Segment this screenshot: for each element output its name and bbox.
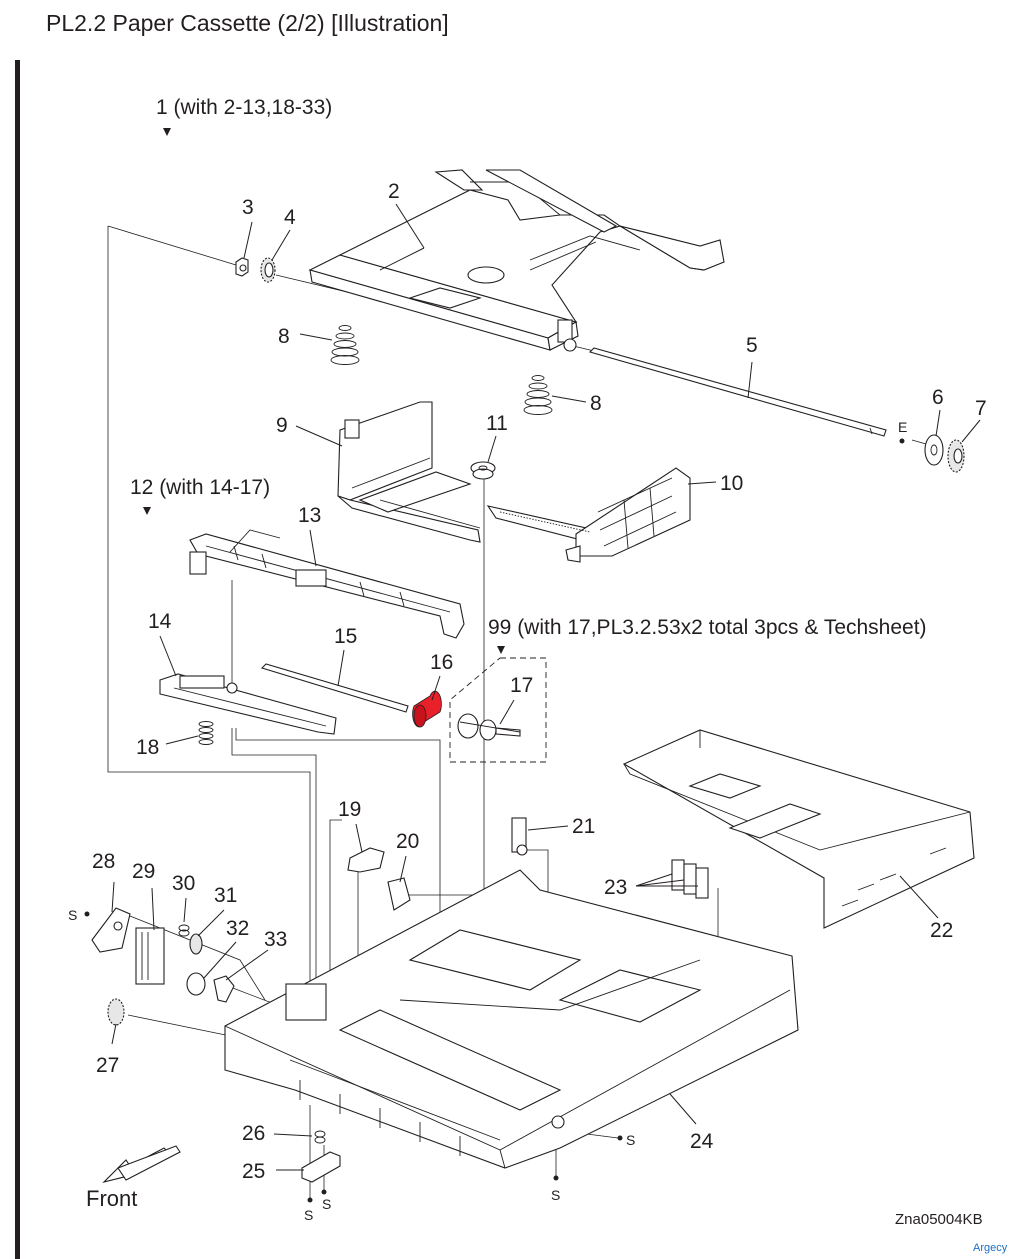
callout-22: 22 <box>930 919 953 942</box>
part-6-bearing <box>924 434 944 466</box>
part-17-roller-assembly <box>457 713 521 741</box>
callout-11: 11 <box>486 412 508 435</box>
callout-6: 6 <box>932 386 944 409</box>
part-32-roller <box>186 972 206 996</box>
screw-dot-1 <box>84 911 90 917</box>
callout-5: 5 <box>746 334 758 357</box>
screw-mark-1: S <box>68 907 77 923</box>
callout-20: 20 <box>396 830 419 853</box>
callout-1: 1 (with 2-13,18-33) <box>156 96 332 119</box>
callout-18: 18 <box>136 736 159 759</box>
screw-mark-3: S <box>551 1187 560 1203</box>
callout-3: 3 <box>242 196 254 219</box>
callout-8a: 8 <box>278 325 290 348</box>
callout-7: 7 <box>975 397 987 420</box>
part-22-extension-tray <box>622 729 975 929</box>
callout-16: 16 <box>430 651 453 674</box>
callout-28: 28 <box>92 850 115 873</box>
callout-13: 13 <box>298 504 321 527</box>
part-29-rack <box>135 927 165 985</box>
screw-dot-3 <box>553 1175 559 1181</box>
callout-26: 26 <box>242 1122 265 1145</box>
part-8-spring-left <box>330 325 360 365</box>
callout-9: 9 <box>276 414 288 437</box>
screw-dot-5 <box>321 1189 327 1195</box>
part-7-gear <box>947 439 965 473</box>
screw-mark-4: S <box>304 1207 313 1223</box>
drawing-code: Zna05004KB <box>895 1211 983 1228</box>
page-title: PL2.2 Paper Cassette (2/2) [Illustration… <box>46 10 449 36</box>
part-10-side-guide-right <box>486 467 691 563</box>
part-26-spring <box>314 1130 326 1144</box>
callout-21: 21 <box>572 815 595 838</box>
assembly-marker-99 <box>497 646 505 654</box>
callout-31: 31 <box>214 884 237 907</box>
screw-mark-5: S <box>322 1196 331 1212</box>
callout-labels: 1 (with 2-13,18-33) 2 3 4 5 6 7 8 8 9 10… <box>68 96 987 1223</box>
callout-29: 29 <box>132 860 155 883</box>
callout-99: 99 (with 17,PL3.2.53x2 total 3pcs & Tech… <box>488 616 927 639</box>
assembly-marker-12 <box>143 507 151 515</box>
watermark-text: Argecy <box>973 1242 1008 1254</box>
callout-27: 27 <box>96 1054 119 1077</box>
part-33-lever <box>213 975 235 1003</box>
screw-dot-2 <box>617 1135 623 1141</box>
callout-32: 32 <box>226 917 249 940</box>
part-30-spring <box>178 924 190 937</box>
screw-dot-4 <box>307 1197 313 1203</box>
callout-30: 30 <box>172 872 195 895</box>
front-label: Front <box>86 1186 137 1211</box>
part-9-side-guide-left <box>337 401 481 543</box>
part-2-bottom-plate <box>308 169 725 352</box>
callout-10: 10 <box>720 472 743 495</box>
front-direction-arrow <box>102 1145 181 1184</box>
part-21-link <box>511 817 528 856</box>
part-14-retard-holder <box>159 673 337 735</box>
part-28-plate <box>91 907 131 953</box>
part-18-spring <box>198 721 214 745</box>
callout-33: 33 <box>264 928 287 951</box>
callout-2: 2 <box>388 180 400 203</box>
part-27-gear <box>107 998 125 1026</box>
callout-19: 19 <box>338 798 361 821</box>
e-ring-mark: E <box>898 419 907 435</box>
part-4-gear <box>260 257 276 283</box>
part-31-gear <box>189 933 203 955</box>
part-3-bushing <box>235 257 249 277</box>
part-15-shaft <box>260 663 409 713</box>
callout-leaders <box>111 203 981 1171</box>
callout-8b: 8 <box>590 392 602 415</box>
part-19-lever <box>347 847 385 873</box>
part-23-clips <box>671 859 709 899</box>
callout-24: 24 <box>690 1130 714 1153</box>
part-25-bracket <box>301 1151 341 1183</box>
part-11-gear-pinion <box>470 461 496 480</box>
e-ring-dot <box>899 438 905 444</box>
callout-23: 23 <box>604 876 627 899</box>
part-20-bracket <box>387 877 411 911</box>
screw-mark-2: S <box>626 1132 635 1148</box>
part-8-spring-right <box>523 375 553 415</box>
callout-17: 17 <box>510 674 533 697</box>
part-16-roller-highlighted <box>412 690 442 728</box>
callout-14: 14 <box>148 610 172 633</box>
callout-12: 12 (with 14-17) <box>130 476 270 499</box>
callout-4: 4 <box>284 206 296 229</box>
left-margin-bar <box>15 60 20 1259</box>
callout-15: 15 <box>334 625 357 648</box>
part-24-cassette-body <box>224 869 799 1169</box>
callout-25: 25 <box>242 1160 265 1183</box>
part-13-feed-frame <box>189 529 465 639</box>
part-5-shaft <box>588 347 887 437</box>
assembly-marker-1 <box>163 128 171 136</box>
